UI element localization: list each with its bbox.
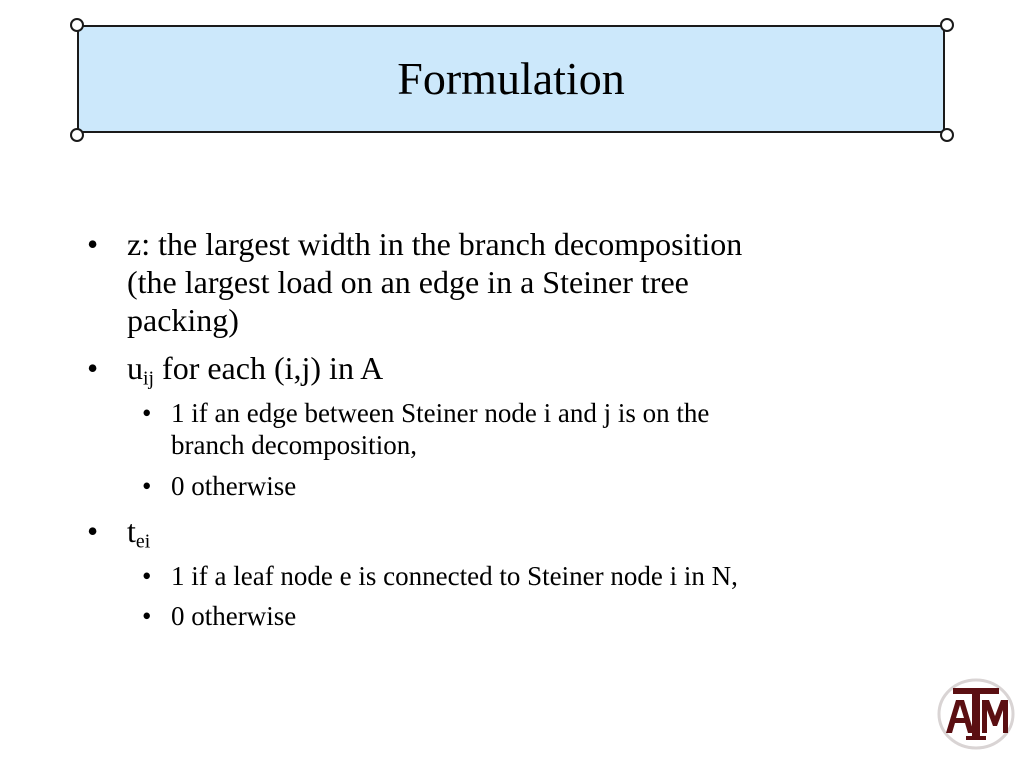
sub-bullet-t-2: 0 otherwise: [142, 600, 297, 632]
sub-bullet-t-1: 1 if a leaf node e is connected to Stein…: [142, 560, 738, 592]
texas-am-logo: [937, 678, 1015, 750]
sub-bullet-line: branch decomposition,: [171, 430, 417, 460]
resize-handle-top-right[interactable]: [940, 18, 954, 32]
subscript-ei: ei: [135, 530, 151, 553]
sub-bullet-line: 0 otherwise: [171, 601, 297, 631]
slide-title: Formulation: [397, 53, 625, 104]
bullet-line: z: the largest width in the branch decom…: [127, 226, 743, 262]
bullet-z: z: the largest width in the branch decom…: [87, 225, 743, 339]
sub-bullet-u-2: 0 otherwise: [142, 470, 297, 502]
var-t: t: [127, 513, 136, 549]
title-box[interactable]: Formulation: [77, 25, 945, 133]
bullet-line: (the largest load on an edge in a Steine…: [127, 264, 689, 300]
bullet-line: packing): [127, 302, 239, 338]
resize-handle-top-left[interactable]: [70, 18, 84, 32]
bullet-u: uij for each (i,j) in A: [87, 349, 384, 390]
var-u: u: [127, 350, 143, 386]
bullet-u-rest: for each (i,j) in A: [154, 350, 384, 386]
sub-bullet-line: 1 if a leaf node e is connected to Stein…: [171, 561, 738, 591]
bullet-t: tei: [87, 512, 151, 553]
sub-bullet-line: 1 if an edge between Steiner node i and …: [171, 398, 710, 428]
sub-bullet-u-1: 1 if an edge between Steiner node i and …: [142, 397, 710, 461]
sub-bullet-line: 0 otherwise: [171, 471, 297, 501]
subscript-ij: ij: [143, 367, 155, 390]
resize-handle-bottom-right[interactable]: [940, 128, 954, 142]
resize-handle-bottom-left[interactable]: [70, 128, 84, 142]
